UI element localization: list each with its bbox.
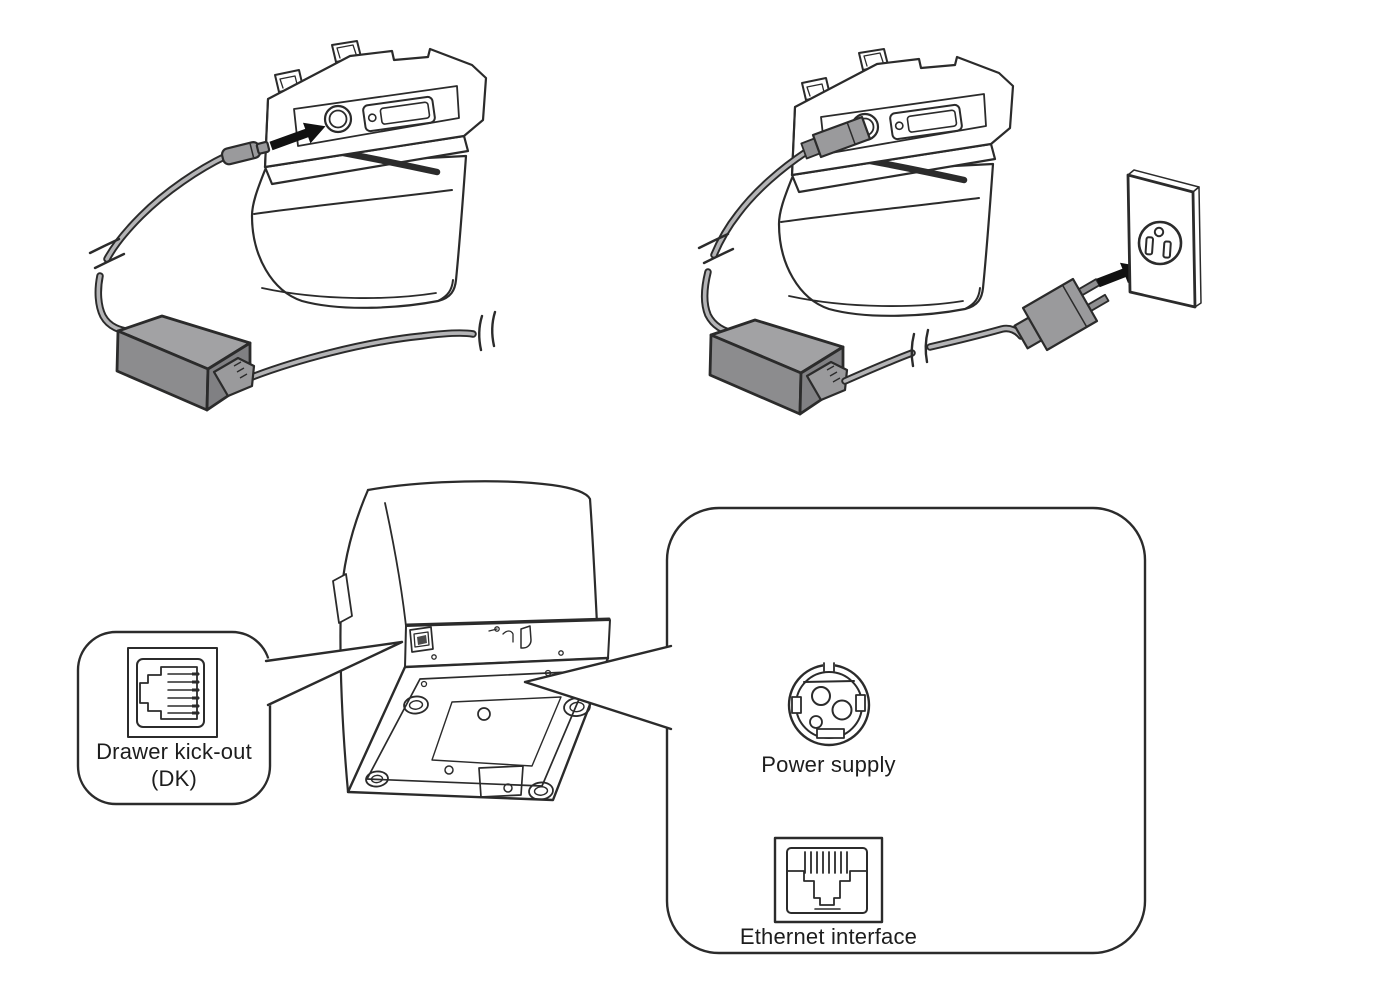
printer-rear-view bbox=[252, 41, 486, 308]
power-cable bbox=[88, 152, 230, 336]
ac-adapter bbox=[708, 318, 849, 416]
interface-callout-panel bbox=[523, 506, 1147, 955]
figure-connector-locations bbox=[76, 480, 1147, 955]
cable-break-icon bbox=[88, 237, 126, 270]
ac-adapter bbox=[115, 314, 256, 412]
cable-break-icon bbox=[910, 328, 930, 368]
outlet-ground-hole bbox=[1153, 226, 1165, 238]
drawer-kickout-label-line2: (DK) bbox=[150, 766, 197, 791]
dc-power-plug bbox=[220, 140, 271, 166]
din-power-connector-icon bbox=[787, 661, 871, 747]
callout-bubble bbox=[76, 630, 272, 806]
figure-connect-adapter-to-printer bbox=[88, 41, 497, 412]
insert-arrow-icon bbox=[269, 122, 326, 151]
callout-pointer bbox=[264, 640, 404, 707]
outlet-cord bbox=[841, 324, 1025, 385]
outlet-slots bbox=[1144, 236, 1172, 259]
latch-detail bbox=[520, 625, 532, 649]
callout-panel bbox=[665, 506, 1147, 955]
cable-break-icon bbox=[697, 232, 735, 265]
ethernet-interface-label: Ethernet interface bbox=[739, 924, 918, 949]
rubber-feet bbox=[365, 695, 591, 801]
power-cord-plug bbox=[1013, 277, 1110, 352]
cable-break-icon bbox=[478, 310, 497, 352]
dc-power-plug-inserted bbox=[800, 115, 872, 160]
drawer-kickout-label-line1: Drawer kick-out bbox=[96, 739, 252, 764]
figure-plug-cord-into-outlet bbox=[697, 49, 1202, 416]
printer-bottom-view bbox=[332, 480, 611, 802]
panel-pointer bbox=[523, 644, 673, 731]
drawer-kickout-callout bbox=[76, 630, 404, 806]
rj45-connector-icon bbox=[773, 836, 884, 924]
adapter-output-cord bbox=[248, 310, 497, 381]
power-supply-label: Power supply bbox=[761, 752, 896, 777]
printer-rear-view bbox=[779, 49, 1013, 316]
rj11-connector-icon bbox=[127, 647, 218, 738]
wall-outlet bbox=[1126, 169, 1202, 309]
